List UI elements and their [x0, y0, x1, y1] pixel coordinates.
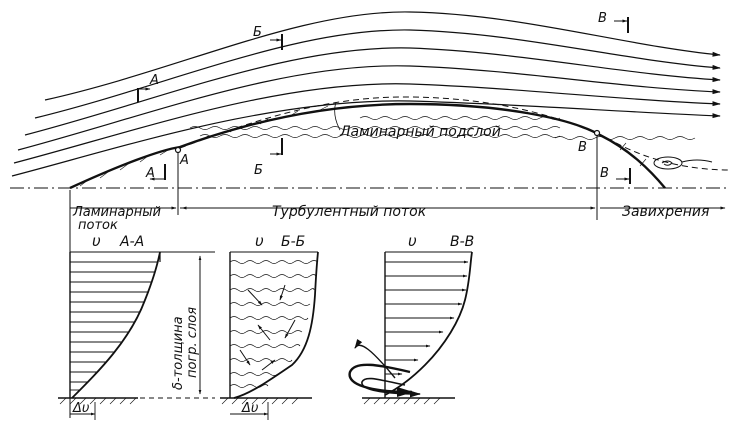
point-b-marker — [593, 129, 601, 137]
point-a-marker — [174, 146, 182, 154]
streamline-4 — [17, 65, 721, 151]
thickness-label-2: погр. слоя — [185, 307, 200, 378]
section-v-top-label: В — [598, 11, 607, 26]
region-dimension — [69, 190, 726, 418]
point-b-label: B — [578, 140, 587, 155]
section-a-top-label: A — [149, 73, 159, 88]
point-a-label: A — [179, 153, 189, 168]
delta-v-label-aa: Δυ — [72, 401, 90, 416]
profile-vv-label: В-В — [450, 234, 474, 250]
profile-aa-label: А-А — [119, 234, 144, 250]
delta-v-label-bb: Δυ — [241, 401, 259, 416]
vortex-swirl — [653, 156, 713, 170]
airfoil-surface — [69, 102, 666, 190]
vortex-label: Завихрения — [622, 204, 709, 220]
streamline-6 — [11, 100, 721, 177]
profile-aa — [58, 251, 161, 420]
section-v-bottom-label: В — [600, 166, 609, 181]
streamline-5 — [13, 83, 721, 164]
turbulent-flow-label: Турбулентный поток — [272, 204, 427, 220]
profile-bb — [220, 251, 319, 420]
laminar-flow-label-1: Ламинарный — [72, 205, 161, 220]
thickness-label-1: δ-толщина — [171, 316, 186, 390]
streamline-1 — [44, 11, 721, 101]
profile-bb-label: Б-Б — [281, 234, 305, 250]
velocity-label-aa: υ — [92, 232, 101, 250]
velocity-label-bb: υ — [255, 232, 264, 250]
section-markers — [137, 17, 631, 184]
boundary-layer-edge — [179, 96, 731, 171]
streamline-2 — [34, 29, 721, 119]
section-a-bottom-label: A — [145, 166, 155, 181]
section-b-bottom-label: Б — [254, 163, 263, 178]
surface-hatching — [79, 105, 647, 187]
laminar-flow-label-2: поток — [78, 218, 118, 233]
turbulent-wavy-lines — [189, 116, 696, 140]
velocity-label-vv: υ — [408, 232, 417, 250]
streamline-3 — [24, 47, 721, 136]
streamlines — [11, 11, 721, 177]
thickness-dimension — [140, 251, 215, 399]
profile-vv — [348, 251, 473, 405]
laminar-sublayer-label: Ламинарный подслой — [339, 124, 501, 140]
laminar-sublayer-leader — [334, 101, 341, 131]
section-b-top-label: Б — [253, 25, 262, 40]
